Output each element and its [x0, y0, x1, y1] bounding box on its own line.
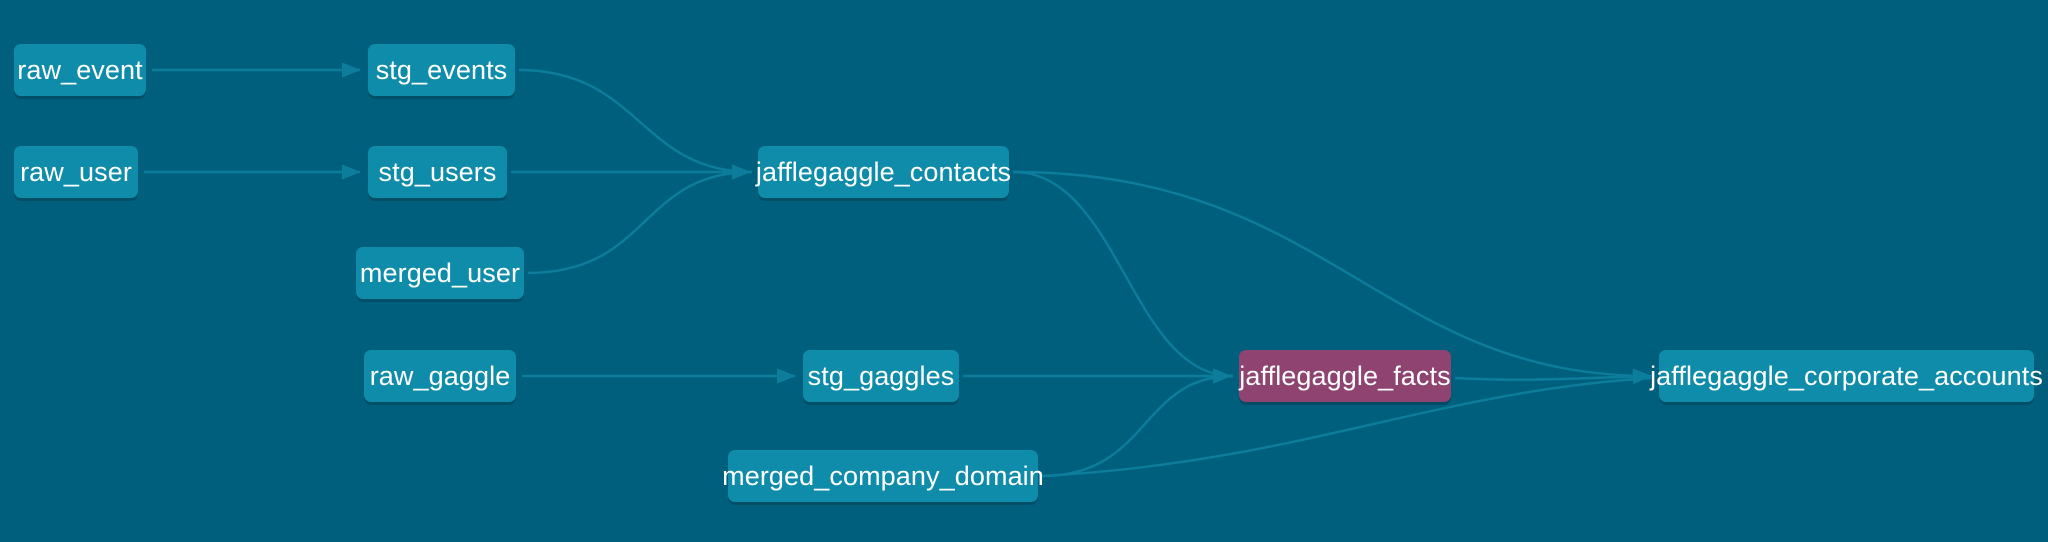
node-label: raw_event: [17, 54, 143, 85]
node-label: stg_events: [375, 54, 508, 85]
edge-jafflegaggle_contacts-to-jafflegaggle_facts: [1012, 170, 1234, 378]
node-merged_company_domain[interactable]: merged_company_domain: [722, 450, 1044, 502]
node-label: merged_user: [359, 257, 521, 288]
node-raw_user[interactable]: raw_user: [14, 146, 138, 198]
node-label: jafflegaggle_corporate_accounts: [1650, 360, 2043, 391]
node-stg_gaggles[interactable]: stg_gaggles: [803, 350, 959, 402]
edge-merged_user-to-jafflegaggle_contacts: [527, 170, 753, 275]
edge-merged_company_domain-to-jafflegaggle_facts: [1041, 374, 1234, 478]
node-label: merged_company_domain: [722, 460, 1044, 491]
node-label: jafflegaggle_contacts: [755, 156, 1012, 187]
edge-jafflegaggle_facts-to-jafflegaggle_corporate_accounts: [1454, 368, 1652, 385]
node-stg_users[interactable]: stg_users: [368, 146, 507, 198]
node-label: stg_gaggles: [807, 360, 955, 391]
node-jafflegaggle_contacts[interactable]: jafflegaggle_contacts: [756, 146, 1011, 198]
node-raw_event[interactable]: raw_event: [14, 44, 146, 96]
node-label: raw_gaggle: [369, 360, 511, 391]
node-label: jafflegaggle_facts: [1239, 360, 1451, 391]
node-jafflegaggle_corporate_accounts[interactable]: jafflegaggle_corporate_accounts: [1650, 350, 2043, 402]
node-label: stg_users: [378, 156, 497, 187]
node-label: raw_user: [20, 156, 132, 187]
node-jafflegaggle_facts[interactable]: jafflegaggle_facts: [1239, 350, 1451, 402]
node-raw_gaggle[interactable]: raw_gaggle: [364, 350, 516, 402]
node-stg_events[interactable]: stg_events: [368, 44, 515, 96]
edge-stg_events-to-jafflegaggle_contacts: [518, 68, 753, 174]
edge-jafflegaggle_contacts-to-jafflegaggle_corporate_accounts: [1012, 170, 1652, 384]
node-merged_user[interactable]: merged_user: [356, 247, 524, 299]
